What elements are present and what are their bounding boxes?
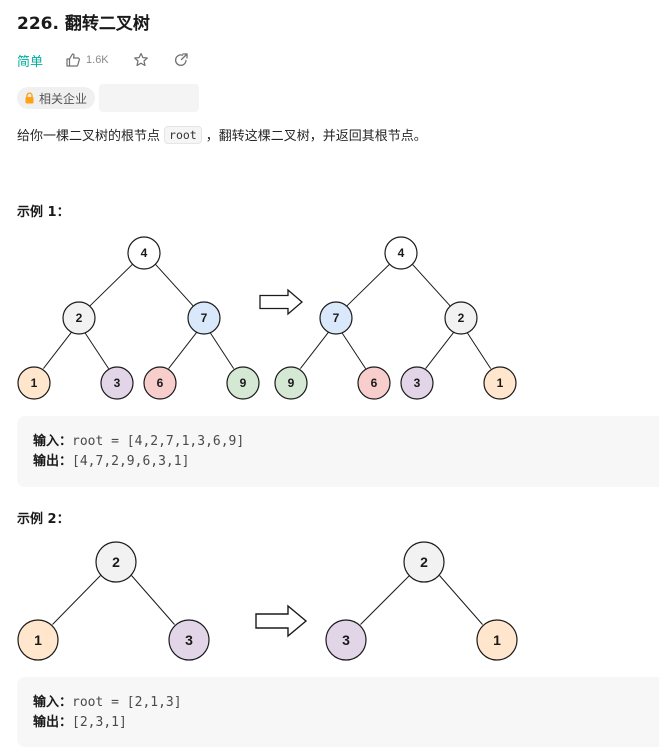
- input-value: root = [2,1,3]: [72, 695, 182, 710]
- example-2-before-edges: [52, 575, 175, 625]
- tree-node: 7: [187, 301, 221, 335]
- example-1-diagram: 4 2 7 1 3 6 9 4 7 2 9 6 3 1: [17, 236, 517, 400]
- problem-description: 给你一棵二叉树的根节点 root ，翻转这棵二叉树，并返回其根节点。: [17, 125, 427, 144]
- svg-text:3: 3: [414, 376, 421, 390]
- tree-node: 1: [17, 366, 51, 400]
- svg-text:6: 6: [371, 376, 378, 390]
- problem-meta: 简单 1.6K: [17, 50, 189, 70]
- tree-node: 1: [17, 619, 59, 661]
- svg-text:2: 2: [458, 311, 465, 325]
- tree-node: 9: [274, 366, 308, 400]
- tag-placeholder[interactable]: [99, 84, 200, 112]
- svg-text:1: 1: [493, 632, 501, 648]
- svg-text:2: 2: [420, 554, 428, 570]
- svg-text:2: 2: [76, 311, 83, 325]
- svg-text:7: 7: [201, 311, 208, 325]
- svg-text:9: 9: [240, 376, 247, 390]
- like-button[interactable]: 1.6K: [65, 52, 109, 68]
- tree-node: 3: [100, 366, 134, 400]
- tree-node: 1: [483, 366, 517, 400]
- input-label: 输入：: [33, 695, 73, 710]
- svg-text:1: 1: [497, 376, 504, 390]
- example-1-codebox: 输入：root = [4,2,7,1,3,6,9] 输出：[4,7,2,9,6,…: [17, 416, 659, 487]
- svg-text:4: 4: [141, 246, 148, 260]
- tree-node: 3: [325, 619, 367, 661]
- tree-node: 2: [95, 541, 137, 583]
- example-2-after-edges: [360, 575, 483, 625]
- thumbs-up-icon: [66, 53, 80, 67]
- tree-node: 4: [127, 236, 161, 270]
- example-2-output-line: 输出：[2,3,1]: [33, 713, 659, 733]
- svg-text:7: 7: [333, 311, 340, 325]
- example-1-after-edges: [300, 262, 492, 369]
- example-2-diagram: 2 1 3 2 3 1: [17, 541, 518, 661]
- like-count: 1.6K: [86, 54, 109, 66]
- example-1-output-line: 输出：[4,7,2,9,6,3,1]: [33, 452, 659, 472]
- tree-node: 3: [400, 366, 434, 400]
- svg-text:3: 3: [185, 632, 193, 648]
- output-label: 输出：: [33, 454, 73, 469]
- tree-node: 2: [444, 301, 478, 335]
- tree-node: 3: [168, 619, 210, 661]
- output-value: [4,7,2,9,6,3,1]: [72, 454, 190, 469]
- svg-text:1: 1: [34, 632, 42, 648]
- tree-node: 6: [357, 366, 391, 400]
- inline-code-root: root: [164, 125, 202, 144]
- tree-node: 7: [319, 301, 353, 335]
- problem-title: 226. 翻转二叉树: [17, 14, 150, 34]
- example-2-codebox: 输入：root = [2,1,3] 输出：[2,3,1]: [17, 677, 659, 747]
- svg-text:3: 3: [114, 376, 121, 390]
- description-text-after: ，翻转这棵二叉树，并返回其根节点。: [205, 129, 427, 144]
- example-1-input-line: 输入：root = [4,2,7,1,3,6,9]: [33, 432, 659, 452]
- difficulty-badge[interactable]: 简单: [17, 54, 44, 70]
- company-tag[interactable]: 相关企业: [17, 87, 96, 109]
- favorite-button[interactable]: [133, 52, 149, 68]
- example-2-title: 示例 2：: [17, 512, 70, 527]
- share-icon: [174, 53, 188, 66]
- input-label: 输入：: [33, 434, 73, 449]
- tree-node: 1: [476, 619, 518, 661]
- description-text-before: 给你一棵二叉树的根节点: [17, 129, 161, 144]
- star-icon: [133, 52, 148, 67]
- tree-node: 9: [226, 366, 260, 400]
- svg-text:4: 4: [398, 246, 405, 260]
- example-1-before-edges: [43, 262, 235, 369]
- tree-node: 6: [143, 366, 177, 400]
- example-1-title: 示例 1：: [17, 205, 70, 220]
- tags-row: 相关企业: [17, 84, 200, 112]
- svg-text:1: 1: [31, 376, 38, 390]
- input-value: root = [4,2,7,1,3,6,9]: [72, 434, 245, 449]
- svg-text:2: 2: [112, 554, 120, 570]
- transform-arrow-icon: [255, 604, 308, 638]
- tree-node: 2: [403, 541, 445, 583]
- output-value: [2,3,1]: [72, 715, 127, 730]
- company-tag-label: 相关企业: [39, 91, 88, 106]
- svg-text:3: 3: [342, 632, 350, 648]
- tree-node: 4: [384, 236, 418, 270]
- lock-icon: [25, 92, 34, 104]
- share-button[interactable]: [173, 52, 189, 68]
- svg-text:6: 6: [157, 376, 164, 390]
- tree-node: 2: [62, 301, 96, 335]
- svg-text:9: 9: [288, 376, 295, 390]
- transform-arrow-icon: [259, 288, 303, 316]
- example-2-input-line: 输入：root = [2,1,3]: [33, 693, 659, 713]
- output-label: 输出：: [33, 715, 73, 730]
